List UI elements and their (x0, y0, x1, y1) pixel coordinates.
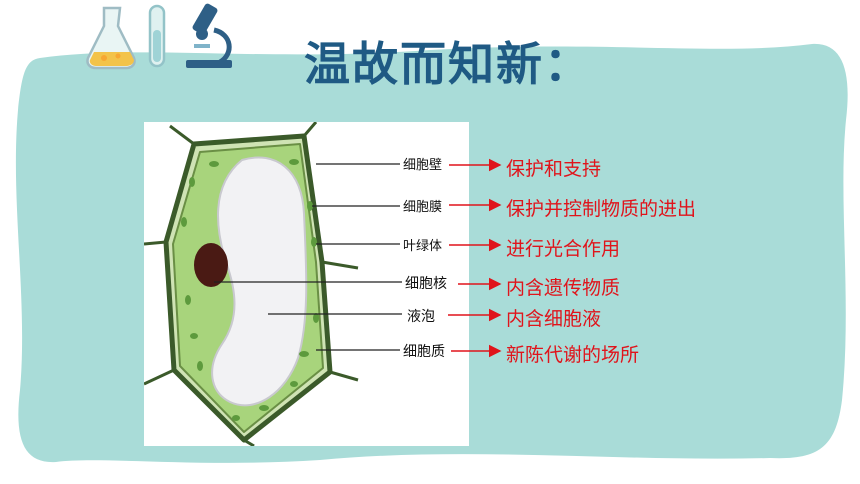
function-cell-membrane: 保护并控制物质的进出 (506, 198, 697, 220)
label-vacuole: 液泡 (407, 309, 435, 325)
function-nucleus: 内含遗传物质 (506, 277, 621, 299)
label-cytoplasm: 细胞质 (403, 344, 445, 360)
nucleus (194, 243, 228, 287)
page-title: 温故而知新： (304, 37, 592, 91)
label-chloroplast: 叶绿体 (403, 239, 443, 254)
microscope-icon (186, 3, 232, 68)
test-tube-icon (148, 4, 166, 68)
label-nucleus: 细胞核 (405, 276, 447, 292)
cell-diagram-image (144, 122, 469, 446)
function-vacuole: 内含细胞液 (506, 308, 602, 330)
lab-icons (86, 3, 232, 70)
function-cell-wall: 保护和支持 (506, 158, 602, 180)
function-cytoplasm: 新陈代谢的场所 (506, 344, 640, 366)
chloroplasts (181, 159, 319, 421)
leader-lines (214, 163, 402, 351)
flask-icon (86, 6, 136, 70)
label-cell-membrane: 细胞膜 (403, 200, 443, 215)
function-chloroplast: 进行光合作用 (506, 238, 621, 260)
label-cell-wall: 细胞壁 (403, 158, 443, 173)
